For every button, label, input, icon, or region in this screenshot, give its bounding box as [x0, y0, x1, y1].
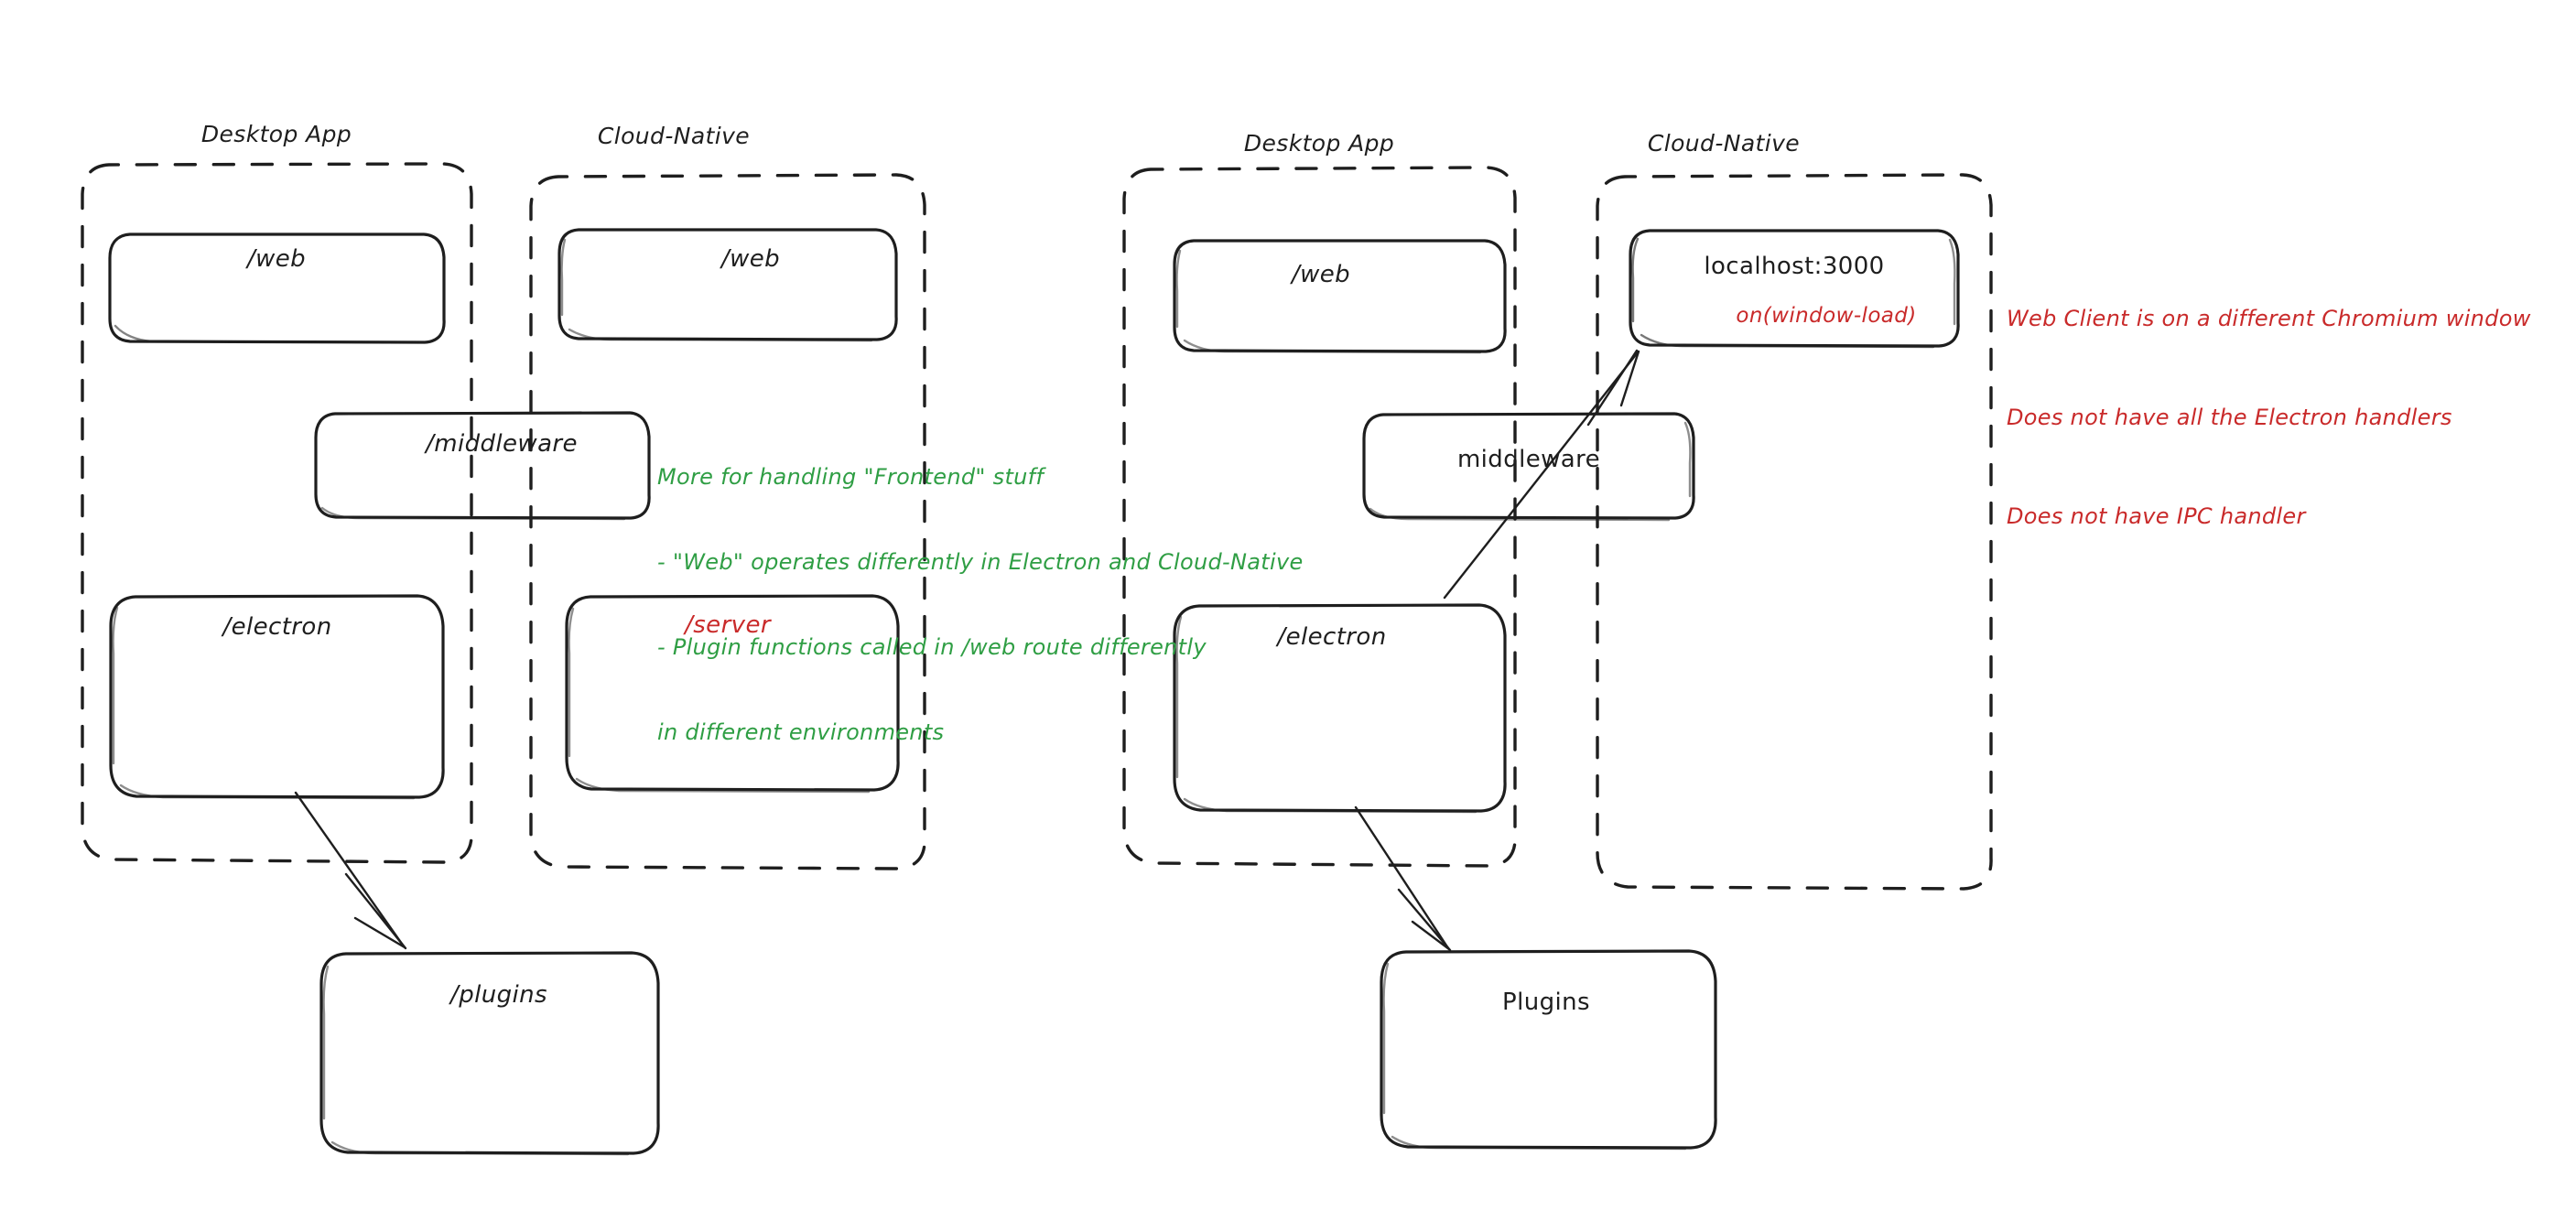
node-label-left-desktop-web: /web [246, 245, 307, 273]
annotation-line: in different environments [657, 719, 945, 745]
group-title-right-cloud-native: Cloud-Native [1647, 130, 1801, 157]
node-shape-left-middleware [314, 411, 651, 521]
node-shape-right-plugins [1380, 949, 1717, 1151]
annotation-line: - Plugin functions called in /web route … [657, 634, 1207, 660]
group-title-left-desktop-app: Desktop App [200, 121, 352, 147]
node-label-right-plugins: Plugins [1502, 989, 1590, 1016]
node-shape-left-plugins [319, 951, 660, 1156]
group-border-left-desktop-app [81, 162, 473, 864]
node-sublabel-right-localhost: on(window-load) [1736, 304, 1917, 328]
node-label-right-desktop-electron: /electron [1277, 623, 1387, 651]
group-border-right-cloud-native [1596, 173, 1993, 891]
arrow-right-electron-to-plugins [1354, 805, 1452, 952]
arrow-right-electron-to-localhost [1443, 349, 1640, 600]
arrow-left-electron-to-plugins [294, 791, 407, 950]
node-label-left-plugins: /plugins [450, 981, 547, 1009]
node-shape-right-middleware [1362, 412, 1695, 522]
annotation-line: Does not have all the Electron handlers [2007, 405, 2452, 430]
node-shape-right-desktop-web [1173, 239, 1507, 354]
node-label-right-desktop-web: /web [1291, 261, 1351, 288]
node-shape-right-localhost [1629, 229, 1960, 349]
node-label-right-localhost: localhost:3000 [1704, 253, 1885, 280]
node-label-left-middleware: /middleware [426, 430, 578, 458]
annotation-web-client-note: Web Client is on a different Chromium wi… [2007, 236, 2531, 599]
annotation-line: Web Client is on a different Chromium wi… [2007, 306, 2531, 331]
annotation-line: - "Web" operates differently in Electron… [657, 549, 1304, 575]
group-title-right-desktop-app: Desktop App [1243, 130, 1395, 157]
node-shape-left-cloud-server [565, 594, 900, 794]
annotation-line: More for handling "Frontend" stuff [657, 464, 1044, 490]
node-label-left-desktop-electron: /electron [222, 613, 332, 641]
node-label-left-cloud-server: /server [685, 611, 771, 639]
node-label-left-cloud-web: /web [720, 245, 781, 273]
node-label-right-middleware: middleware [1456, 446, 1601, 473]
group-title-left-cloud-native: Cloud-Native [597, 123, 751, 149]
node-shape-left-desktop-web [108, 232, 446, 344]
node-shape-left-cloud-web [557, 228, 898, 342]
annotation-frontend-note: More for handling "Frontend" stuff - "We… [657, 406, 1304, 804]
group-border-left-cloud-native [529, 173, 926, 870]
node-shape-left-desktop-electron [109, 594, 445, 800]
node-shape-right-desktop-electron [1173, 603, 1507, 814]
annotation-line: Does not have IPC handler [2007, 503, 2306, 529]
